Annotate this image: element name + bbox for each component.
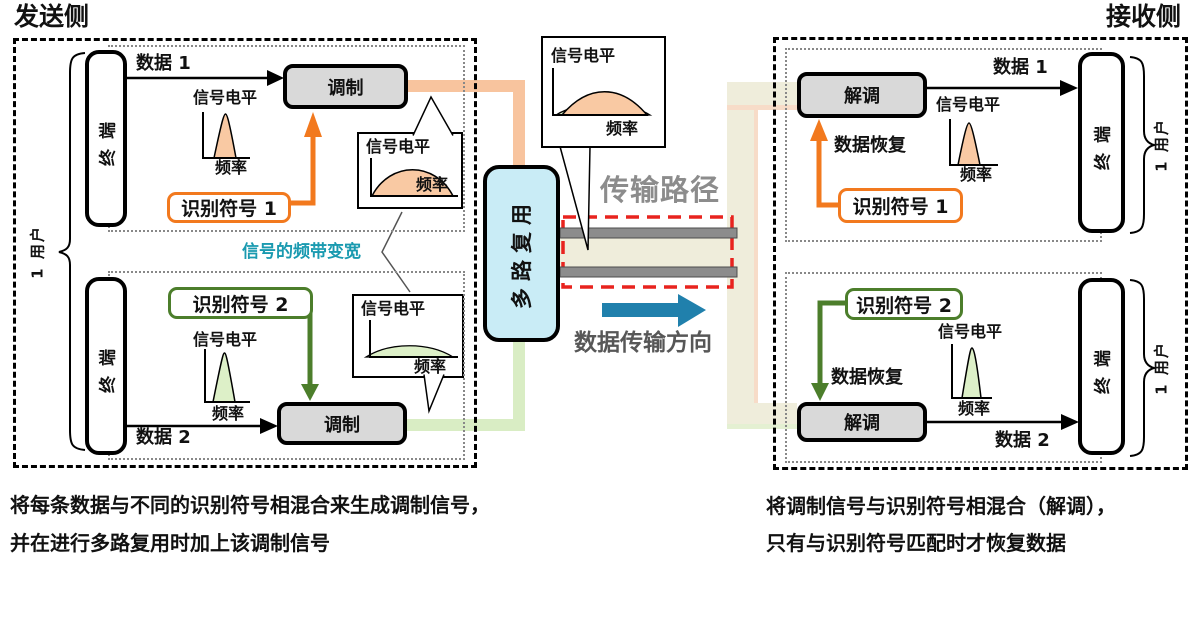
- modulated-path-1: [408, 80, 525, 165]
- signal-level-label-f: 信号电平: [936, 95, 1001, 114]
- data2-arrow-left: [127, 418, 278, 434]
- brace-left: [58, 52, 86, 451]
- data-recovery-label-2: 数据恢复: [831, 367, 903, 388]
- band-widen-label: 信号的频带变宽: [242, 242, 361, 262]
- data2-label-sender: 数据 2: [136, 427, 191, 448]
- one-user-label-receiver-2: 1 用户: [1152, 341, 1171, 395]
- data1-label-receiver: 数据 1: [993, 57, 1048, 78]
- terminal-box-sender-1: [85, 50, 127, 227]
- sender-caption-line2: 并在进行多路复用时加上该调制信号: [10, 531, 330, 555]
- id1-connector-left: [290, 112, 322, 206]
- terminal-label-s1: 终端: [98, 112, 119, 166]
- receiver-group-box: [773, 37, 1188, 470]
- id1-connector-right: [810, 119, 838, 208]
- receiver-caption-line2: 只有与识别符号匹配时才恢复数据: [766, 531, 1066, 555]
- multiplex-box: [483, 165, 560, 342]
- sender-caption-line1: 将每条数据与不同的识别符号相混合来生成调制信号，: [10, 493, 490, 517]
- transmission-path-label: 传输路径: [600, 173, 721, 207]
- id-symbol-2-box-receiver: 识别符号 2: [845, 288, 963, 320]
- spectrum-id2-right: [951, 344, 992, 399]
- terminal-label-s2: 终端: [98, 339, 119, 393]
- data2-label-receiver: 数据 2: [995, 430, 1050, 451]
- terminal-label-r2: 终端: [1093, 340, 1114, 394]
- spectrum-callout-widened-2: [352, 294, 464, 414]
- data1-label-sender: 数据 1: [136, 53, 191, 74]
- one-user-label-sender: 1 用户: [28, 225, 47, 279]
- spectrum-id1-left: [202, 112, 250, 159]
- sender-group-box: [13, 38, 477, 468]
- receiver-side-title: 接收侧: [1106, 2, 1182, 31]
- frequency-label-d: 频率: [414, 357, 447, 376]
- transmission-lines: [559, 227, 738, 278]
- data1-arrow-left: [127, 70, 284, 86]
- multiplex-label: 多路复用: [510, 197, 534, 309]
- signal-level-label-a: 信号电平: [193, 88, 258, 107]
- frequency-label-f: 频率: [960, 165, 993, 184]
- one-user-label-receiver-1: 1 用户: [1152, 118, 1171, 172]
- transmission-direction-arrow: [602, 294, 706, 327]
- spectrum-id1-right: [949, 119, 998, 166]
- terminal-box-receiver-1: [1078, 52, 1125, 233]
- id-symbol-1-box-receiver: 识别符号 1: [838, 188, 963, 223]
- frequency-label-b: 频率: [416, 175, 449, 194]
- terminal-label-r1: 终端: [1093, 116, 1114, 170]
- band-widen-connector: [381, 211, 411, 293]
- modulate-box-2: 调制: [277, 402, 407, 445]
- transmission-path-frame: [561, 215, 734, 289]
- frequency-label-g: 频率: [958, 399, 991, 418]
- terminal-box-receiver-2: [1078, 278, 1125, 455]
- demodulate-box-1: 解调: [797, 72, 927, 118]
- frequency-label-e: 频率: [606, 119, 639, 138]
- terminal-box-sender-2: [85, 277, 127, 455]
- signal-level-label-b: 信号电平: [366, 137, 431, 156]
- frequency-label-a: 频率: [215, 158, 248, 177]
- demodulate-box-2: 解调: [797, 402, 927, 442]
- signal-level-label-g: 信号电平: [938, 322, 1003, 341]
- signal-level-label-c: 信号电平: [193, 330, 258, 349]
- modulate-box-1: 调制: [283, 64, 408, 109]
- brace-right-1: [1129, 56, 1158, 234]
- transmission-direction-label: 数据传输方向: [574, 330, 712, 356]
- id2-connector-right: [811, 300, 845, 401]
- signal-level-label-e: 信号电平: [551, 46, 616, 65]
- spectrum-callout-combined: [541, 36, 666, 251]
- frequency-label-c: 频率: [212, 404, 245, 423]
- data-recovery-label-1: 数据恢复: [834, 135, 906, 156]
- receiver-caption-line1: 将调制信号与识别符号相混合（解调），: [766, 494, 1116, 518]
- spectrum-callout-widened-1: [357, 95, 463, 209]
- sender-side-title: 发送侧: [14, 2, 90, 31]
- signal-level-label-d: 信号电平: [361, 299, 426, 318]
- modulated-path-2: [407, 342, 525, 431]
- spectrum-id2-left: [204, 349, 250, 403]
- brace-right-2: [1129, 279, 1158, 457]
- id-symbol-2-box-sender: 识别符号 2: [168, 287, 313, 319]
- data2-arrow-right: [927, 414, 1079, 430]
- id-symbol-1-box-sender: 识别符号 1: [167, 192, 291, 223]
- data1-arrow-right: [927, 80, 1078, 96]
